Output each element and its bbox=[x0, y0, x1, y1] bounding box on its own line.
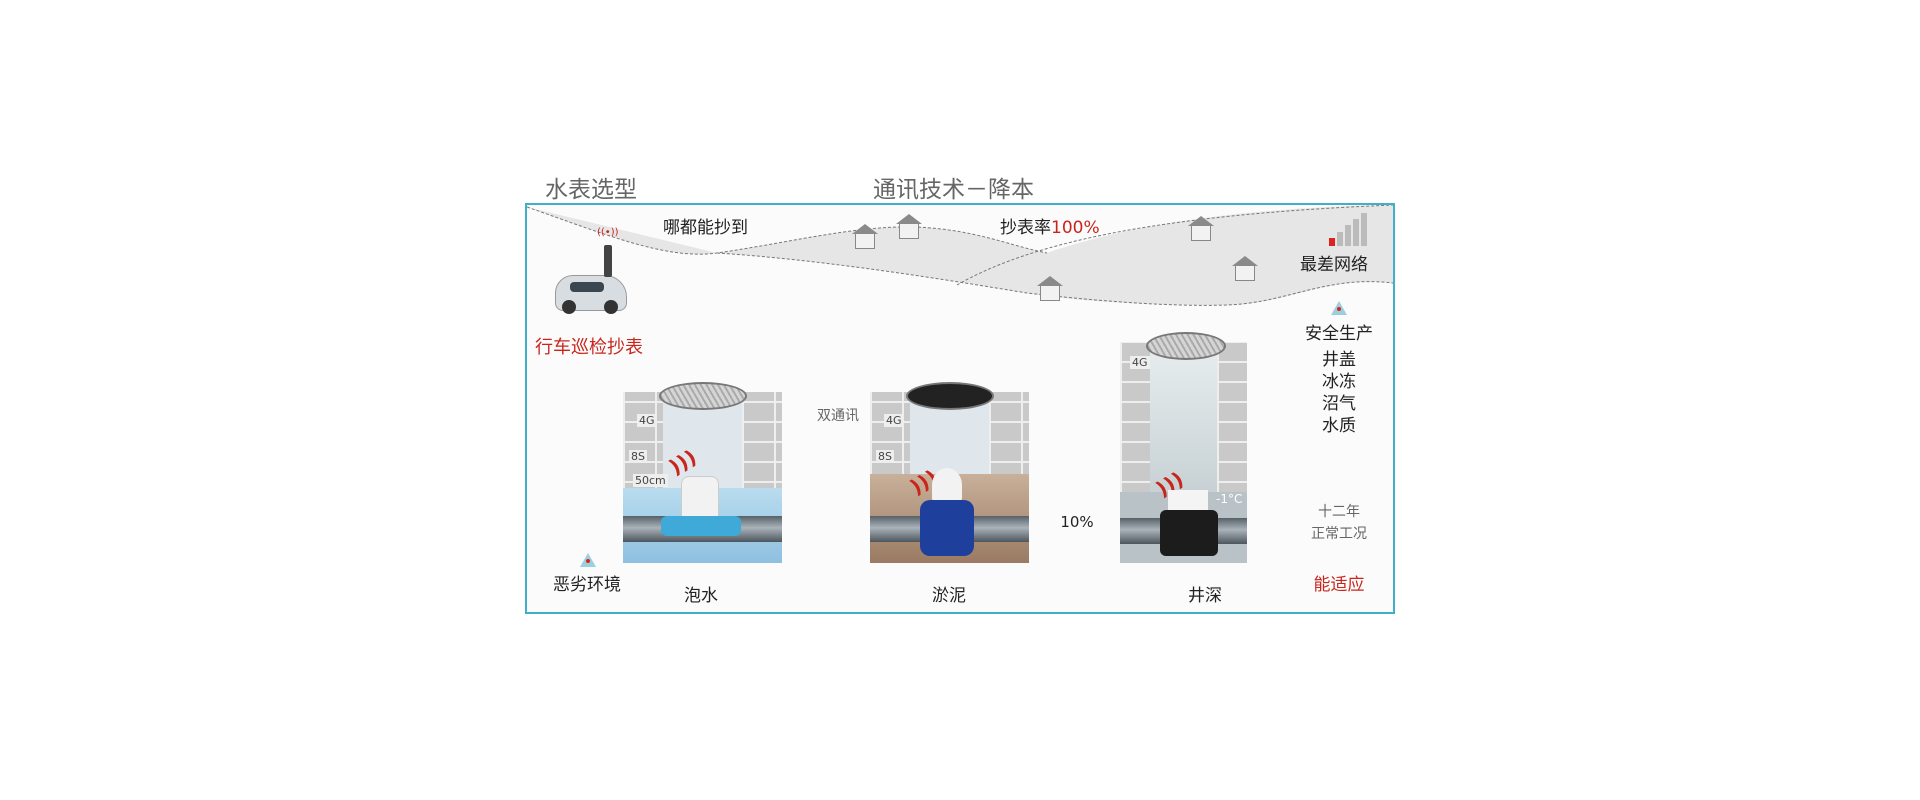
house-icon bbox=[1232, 256, 1258, 281]
tag-8s: 8S bbox=[629, 450, 647, 463]
normal-condition-text: 正常工况 bbox=[1311, 526, 1367, 542]
tag-4g: 4G bbox=[637, 414, 657, 427]
adapt-text: 能适应 bbox=[1313, 575, 1365, 595]
everywhere-text: 哪都能抄到 bbox=[663, 218, 748, 238]
house-icon bbox=[896, 214, 922, 239]
tag-4g: 4G bbox=[884, 414, 904, 427]
heading-meter-selection: 水表选型 bbox=[545, 177, 637, 203]
hazard-item: 冰冻 bbox=[1322, 372, 1356, 392]
house-icon bbox=[1188, 216, 1214, 241]
safety-text: 安全生产 bbox=[1305, 324, 1373, 344]
harsh-environment-text: 恶劣环境 bbox=[553, 575, 621, 595]
read-rate-value: 100% bbox=[1051, 218, 1100, 238]
radio-waves-icon: ((•)) bbox=[597, 227, 619, 238]
well-label: 井深 bbox=[1188, 586, 1222, 606]
years-text: 十二年 bbox=[1318, 504, 1360, 520]
manhole-cover bbox=[659, 382, 747, 410]
hazard-item: 沼气 bbox=[1322, 394, 1356, 414]
diagram-panel: 哪都能抄到 抄表率100% 最差网络 ((•)) 行车巡检抄表 安全生产 井盖 … bbox=[525, 203, 1395, 614]
car-icon bbox=[555, 275, 627, 314]
well-silt: 4G 8S ))) bbox=[870, 382, 1029, 563]
well-deep: 4G ))) -1°C bbox=[1120, 332, 1247, 563]
tag-4g: 4G bbox=[1130, 356, 1150, 369]
water-meter bbox=[932, 468, 962, 502]
well-label: 泡水 bbox=[684, 586, 718, 606]
tag-8s: 8S bbox=[876, 450, 894, 463]
house-icon bbox=[1037, 276, 1063, 301]
manhole-cover bbox=[906, 382, 994, 410]
hills-background bbox=[527, 205, 1393, 306]
heading-communication: 通讯技术－降本 bbox=[873, 177, 1034, 203]
meter-body bbox=[920, 500, 974, 556]
transmitter-icon bbox=[604, 245, 612, 277]
depth-label: 50cm bbox=[633, 474, 668, 487]
read-rate: 抄表率100% bbox=[1000, 213, 1100, 238]
warning-icon bbox=[580, 553, 596, 567]
worst-network-text: 最差网络 bbox=[1300, 255, 1368, 275]
temperature-label: -1°C bbox=[1216, 492, 1243, 506]
car-patrol-label: 行车巡检抄表 bbox=[535, 337, 643, 358]
house-icon bbox=[852, 224, 878, 249]
manhole-cover bbox=[1146, 332, 1226, 360]
well-label: 淤泥 bbox=[932, 586, 966, 606]
warning-icon bbox=[1331, 301, 1347, 315]
hazard-item: 水质 bbox=[1322, 416, 1356, 436]
meter-body bbox=[1160, 510, 1218, 556]
meter-body bbox=[661, 516, 741, 536]
hazard-item: 井盖 bbox=[1322, 350, 1356, 370]
percent-text: 10% bbox=[1060, 513, 1094, 531]
dual-comm-text: 双通讯 bbox=[817, 408, 859, 424]
read-rate-label: 抄表率 bbox=[1000, 218, 1051, 238]
well-flooded: 4G 8S 50cm ))) bbox=[623, 382, 782, 563]
signal-bars-icon bbox=[1329, 212, 1369, 246]
